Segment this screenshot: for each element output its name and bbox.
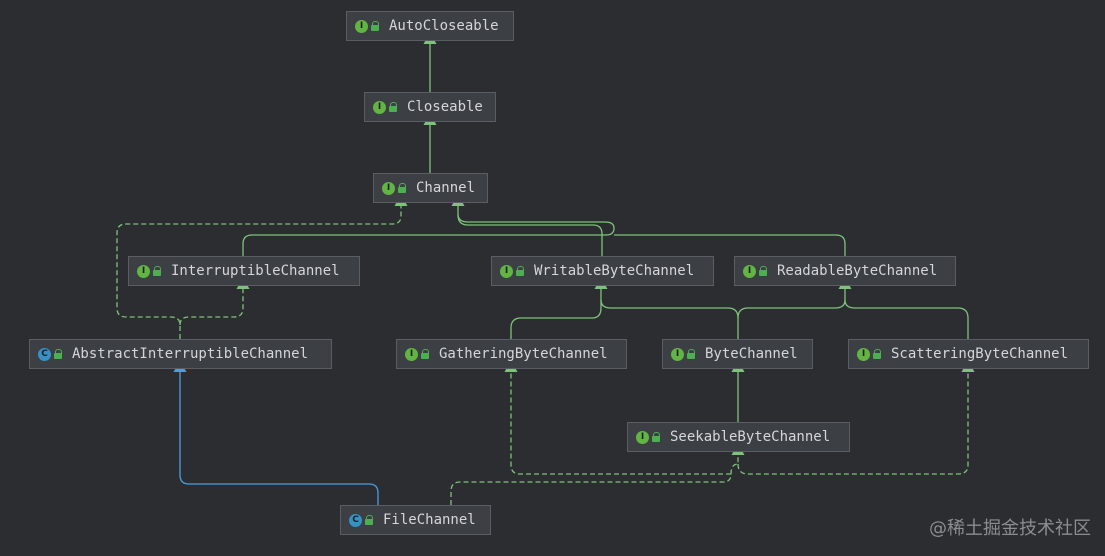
interface-icon: I — [743, 264, 756, 278]
lock-icon — [421, 349, 431, 359]
lock-icon — [652, 432, 662, 442]
edge-filechannel-abstract — [173, 360, 379, 505]
node-writablebytechannel[interactable]: I WritableByteChannel — [491, 256, 714, 286]
interface-icon: I — [500, 264, 513, 278]
node-autocloseable[interactable]: I AutoCloseable — [346, 11, 514, 41]
node-label: Closeable — [407, 99, 483, 115]
lock-icon — [371, 21, 381, 31]
node-label: AutoCloseable — [389, 18, 499, 34]
watermark: @稀土掘金技术社区 — [929, 518, 1091, 539]
interface-icon: I — [382, 181, 395, 195]
node-label: ScatteringByteChannel — [891, 346, 1069, 362]
node-label: FileChannel — [383, 512, 476, 528]
lock-icon — [516, 266, 526, 276]
interface-icon: I — [137, 264, 150, 278]
node-interruptiblechannel[interactable]: I InterruptibleChannel — [128, 256, 360, 286]
edge-readable-channel — [614, 234, 846, 256]
lock-icon — [153, 266, 163, 276]
interface-icon: I — [355, 19, 368, 33]
lock-icon — [398, 183, 408, 193]
edge-abstract-interruptible — [179, 277, 250, 326]
lock-icon — [54, 349, 64, 359]
node-label: InterruptibleChannel — [171, 263, 340, 279]
lock-icon — [759, 266, 769, 276]
edge-abstract-channel — [116, 194, 408, 339]
edge-scattering-readable — [844, 299, 969, 339]
edge-bytechannel-writable — [600, 299, 739, 339]
edge-bytechannel-readable — [737, 277, 852, 319]
edge-interruptible-channel — [242, 194, 615, 256]
node-label: ReadableByteChannel — [777, 263, 938, 279]
node-scatteringbytechannel[interactable]: I ScatteringByteChannel — [848, 339, 1089, 369]
lock-icon — [365, 515, 375, 525]
edge-writable-channel — [457, 214, 603, 256]
node-abstractinterruptiblechannel[interactable]: C AbstractInterruptibleChannel — [29, 339, 332, 369]
node-bytechannel[interactable]: I ByteChannel — [662, 339, 813, 369]
interface-icon: I — [405, 347, 418, 361]
node-gatheringbytechannel[interactable]: I GatheringByteChannel — [396, 339, 627, 369]
node-label: SeekableByteChannel — [670, 429, 831, 445]
edge-gathering-writable — [510, 277, 608, 339]
node-filechannel[interactable]: C FileChannel — [340, 505, 491, 535]
interface-icon: I — [857, 347, 870, 361]
node-label: Channel — [416, 180, 476, 196]
lock-icon — [389, 102, 399, 112]
node-channel[interactable]: I Channel — [373, 173, 488, 203]
node-seekablebytechannel[interactable]: I SeekableByteChannel — [627, 422, 850, 452]
abstract-class-icon: C — [349, 513, 362, 527]
node-label: ByteChannel — [705, 346, 798, 362]
edge-filechannel-gathering — [504, 360, 731, 475]
node-label: GatheringByteChannel — [439, 346, 608, 362]
node-readablebytechannel[interactable]: I ReadableByteChannel — [734, 256, 956, 286]
interface-icon: I — [636, 430, 649, 444]
node-label: AbstractInterruptibleChannel — [72, 346, 309, 362]
lock-icon — [873, 349, 883, 359]
interface-icon: I — [671, 347, 684, 361]
node-closeable[interactable]: I Closeable — [364, 92, 496, 122]
interface-icon: I — [373, 100, 386, 114]
abstract-class-icon: C — [38, 347, 51, 361]
node-label: WritableByteChannel — [534, 263, 695, 279]
lock-icon — [687, 349, 697, 359]
edge-filechannel-scattering — [737, 360, 975, 475]
edge-filechannel-seekable — [450, 443, 745, 505]
